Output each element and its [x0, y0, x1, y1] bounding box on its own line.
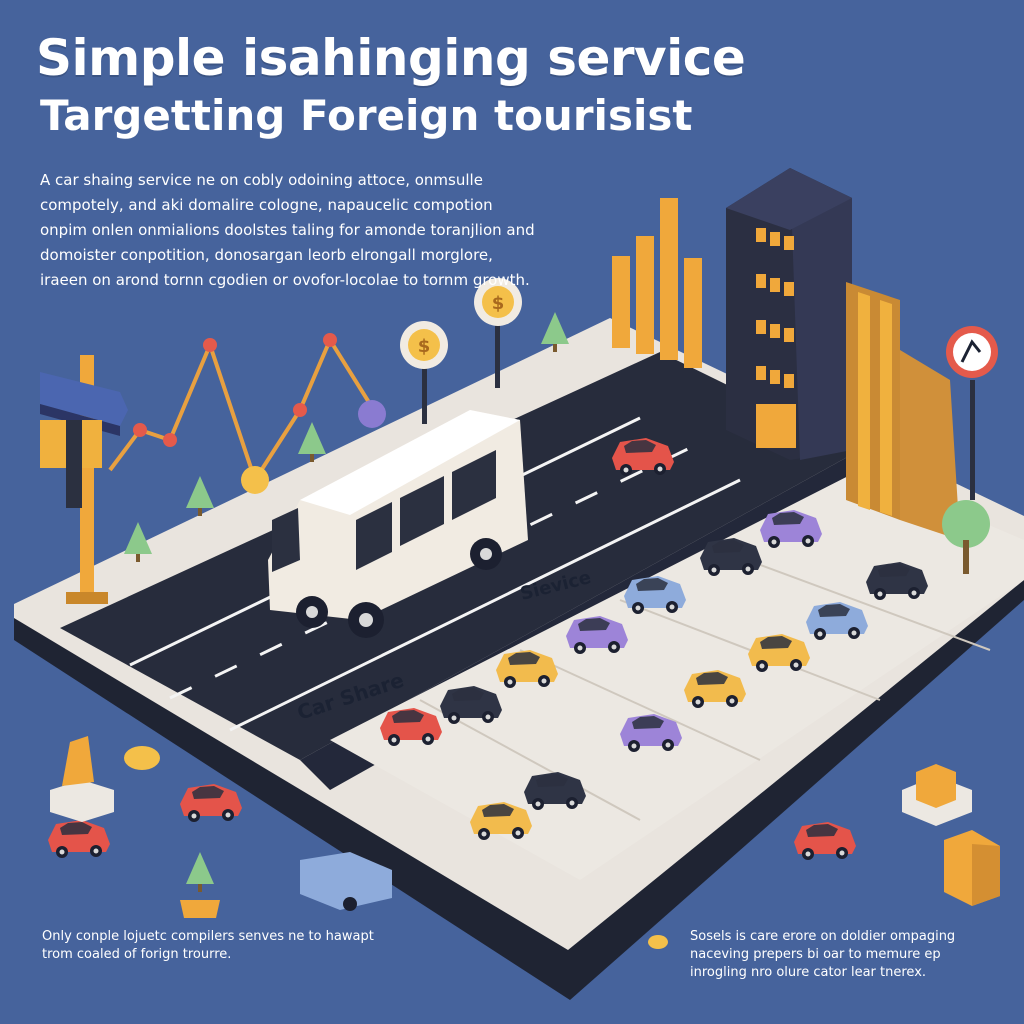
foreground-objects: [48, 736, 856, 949]
page-subtitle: Targetting Foreign tourisist: [40, 91, 693, 140]
parking-lot: [330, 470, 1024, 880]
intro-paragraph: A car shaing service ne on cobly odoinin…: [40, 171, 535, 289]
footnote-left: Only conple lojuetc compilers senves ne …: [42, 929, 374, 962]
trend-line-icon: [108, 333, 386, 494]
building-icon: [726, 168, 960, 540]
signpost-icon: [40, 355, 128, 604]
svg-text:$: $: [418, 336, 431, 357]
no-turn-sign-icon: [946, 326, 998, 500]
van-icon: [268, 410, 528, 638]
svg-text:$: $: [492, 293, 505, 314]
package-icon: [902, 764, 1000, 906]
bar-columns: [612, 198, 702, 368]
page-title: Simple isahinging service: [36, 29, 746, 87]
tree-icon: [124, 312, 990, 892]
dollar-coin-icon: $ $: [400, 278, 522, 424]
footnote-right: Sosels is care erore on doldier ompaging…: [690, 929, 956, 980]
